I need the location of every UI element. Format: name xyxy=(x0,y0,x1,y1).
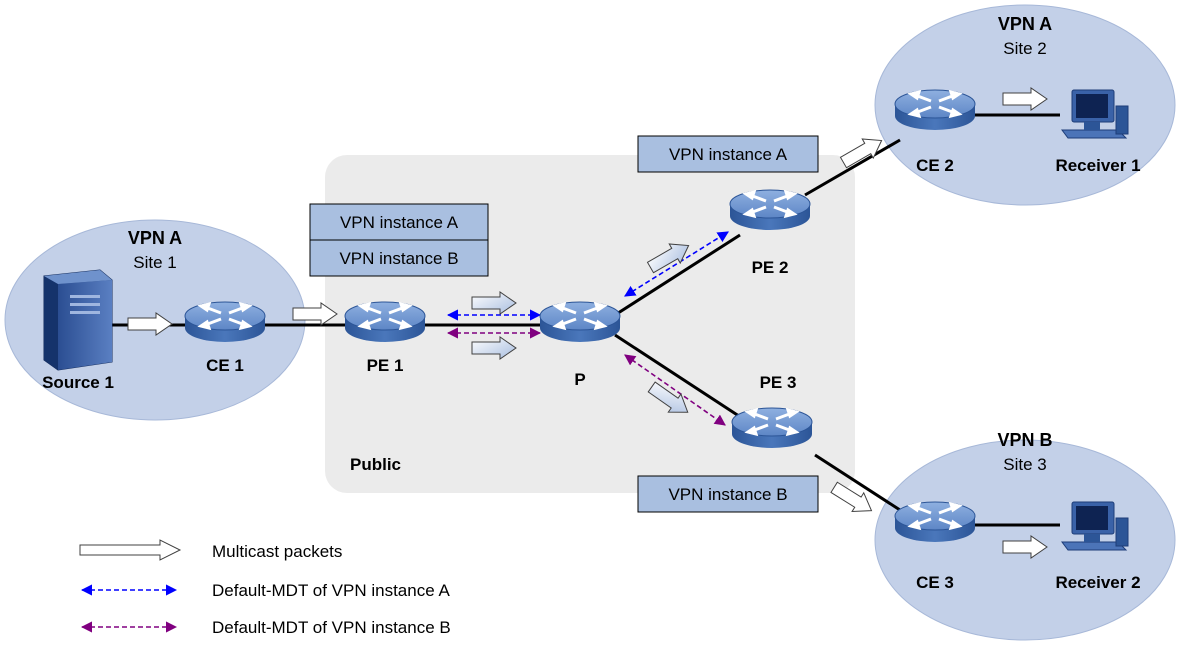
multicast-arrow-tunnel xyxy=(471,336,517,360)
legend-mdt-b-label: Default-MDT of VPN instance B xyxy=(212,618,451,637)
pe1-instance-b: VPN instance B xyxy=(339,249,458,268)
ce1-label: CE 1 xyxy=(206,356,244,375)
multicast-arrows-tunnel xyxy=(471,243,690,413)
multicast-arrow xyxy=(830,481,873,513)
ce2-label: CE 2 xyxy=(916,156,954,175)
multicast-arrow-tunnel xyxy=(647,381,689,413)
ce1-router-icon xyxy=(183,300,267,344)
ce2-router-icon xyxy=(893,88,977,132)
receiver1-label: Receiver 1 xyxy=(1055,156,1140,175)
site3-area xyxy=(874,439,1176,641)
site2-name: Site 2 xyxy=(1003,39,1046,58)
pe2-router-icon xyxy=(728,188,812,232)
pe2-label: PE 2 xyxy=(752,258,789,277)
mdt-b-p-pe3 xyxy=(624,354,726,426)
receiver2-label: Receiver 2 xyxy=(1055,573,1140,592)
public-label: Public xyxy=(350,455,401,474)
legend-mdt-a-label: Default-MDT of VPN instance A xyxy=(212,581,450,600)
legend-multicast-label: Multicast packets xyxy=(212,542,342,561)
site1-name: Site 1 xyxy=(133,253,176,272)
pe2-instance-a: VPN instance A xyxy=(669,145,788,164)
site3-vpn: VPN B xyxy=(997,430,1052,450)
multicast-arrow-tunnel xyxy=(471,291,517,315)
legend-multicast-arrow xyxy=(79,539,182,561)
pe1-instance-boxes: VPN instance A VPN instance B xyxy=(309,203,489,277)
ce3-router-icon xyxy=(893,500,977,544)
multicast-arrow xyxy=(839,138,883,169)
p-router-icon xyxy=(538,300,622,344)
ce3-label: CE 3 xyxy=(916,573,954,592)
pe2-instance-box: VPN instance A xyxy=(637,135,819,173)
multicast-arrow xyxy=(1002,87,1048,111)
site3-name: Site 3 xyxy=(1003,455,1046,474)
multicast-arrows-white xyxy=(127,87,1048,559)
pe1-label: PE 1 xyxy=(367,356,404,375)
legend: Multicast packets Default-MDT of VPN ins… xyxy=(79,539,451,637)
source1-label: Source 1 xyxy=(42,373,114,392)
site2-vpn: VPN A xyxy=(998,14,1052,34)
pe3-label: PE 3 xyxy=(760,373,797,392)
pe1-router-icon xyxy=(343,300,427,344)
multicast-arrow xyxy=(127,312,173,336)
pe3-instance-b: VPN instance B xyxy=(668,485,787,504)
mdt-a-p-pe2 xyxy=(624,231,729,297)
multicast-arrow xyxy=(1002,535,1048,559)
pe3-instance-box: VPN instance B xyxy=(637,475,819,513)
multicast-arrow-tunnel xyxy=(646,243,690,274)
p-label: P xyxy=(574,370,585,389)
pe1-instance-a: VPN instance A xyxy=(340,213,459,232)
server-icon xyxy=(43,269,113,371)
site1-vpn: VPN A xyxy=(128,228,182,248)
multicast-arrow xyxy=(292,302,338,326)
pe3-router-icon xyxy=(730,406,814,450)
